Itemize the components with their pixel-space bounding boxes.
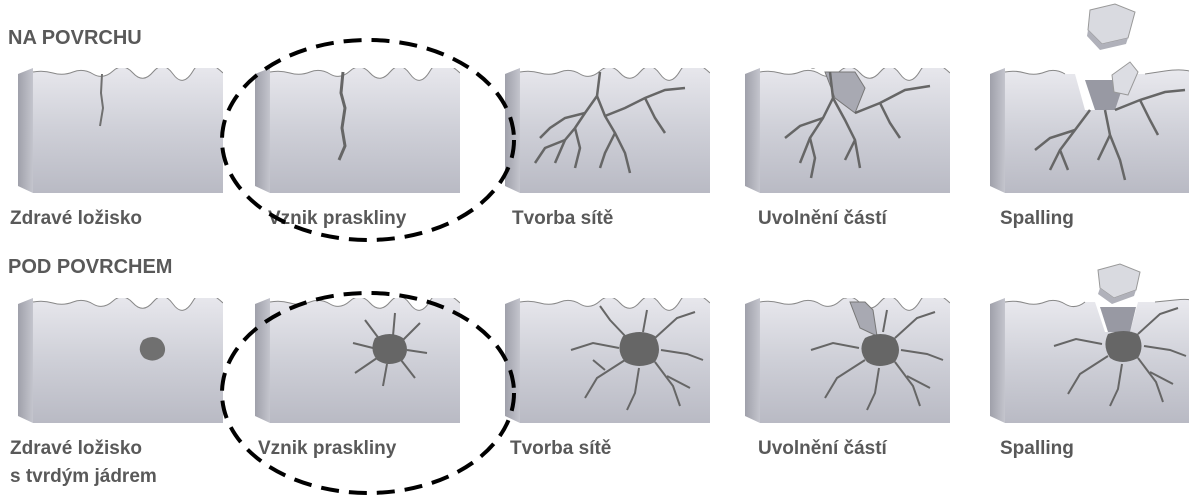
caption-healthy-bearing: Zdravé ložisko [10, 438, 142, 460]
caption-particle-release: Uvolnění částí [758, 208, 887, 230]
caption-healthy-bearing: Zdravé ložisko [10, 208, 142, 230]
caption-particle-release: Uvolnění částí [758, 438, 887, 460]
caption-hard-core: s tvrdým jádrem [10, 466, 157, 488]
caption-spalling: Spalling [1000, 208, 1074, 230]
caption-crack-initiation: Vznik praskliny [258, 438, 396, 460]
crack-initiation-surface-illustration [255, 68, 460, 193]
crack-network-subsurface-illustration [505, 298, 710, 423]
caption-crack-network: Tvorba sítě [510, 438, 611, 460]
spalling-surface-illustration [990, 0, 1189, 193]
section-title-surface: NA POVRCHU [8, 27, 142, 50]
particle-release-surface-illustration [745, 68, 950, 193]
caption-crack-initiation: Vznik praskliny [268, 208, 406, 230]
crack-network-surface-illustration [505, 68, 710, 193]
section-title-subsurface: POD POVRCHEM [8, 256, 172, 279]
caption-crack-network: Tvorba sítě [512, 208, 613, 230]
healthy-bearing-surface-illustration [18, 68, 223, 193]
particle-release-subsurface-illustration [745, 298, 950, 423]
spalling-subsurface-illustration [990, 262, 1189, 423]
healthy-bearing-hard-core-illustration [18, 298, 223, 423]
crack-initiation-subsurface-illustration [255, 298, 460, 423]
caption-spalling: Spalling [1000, 438, 1074, 460]
